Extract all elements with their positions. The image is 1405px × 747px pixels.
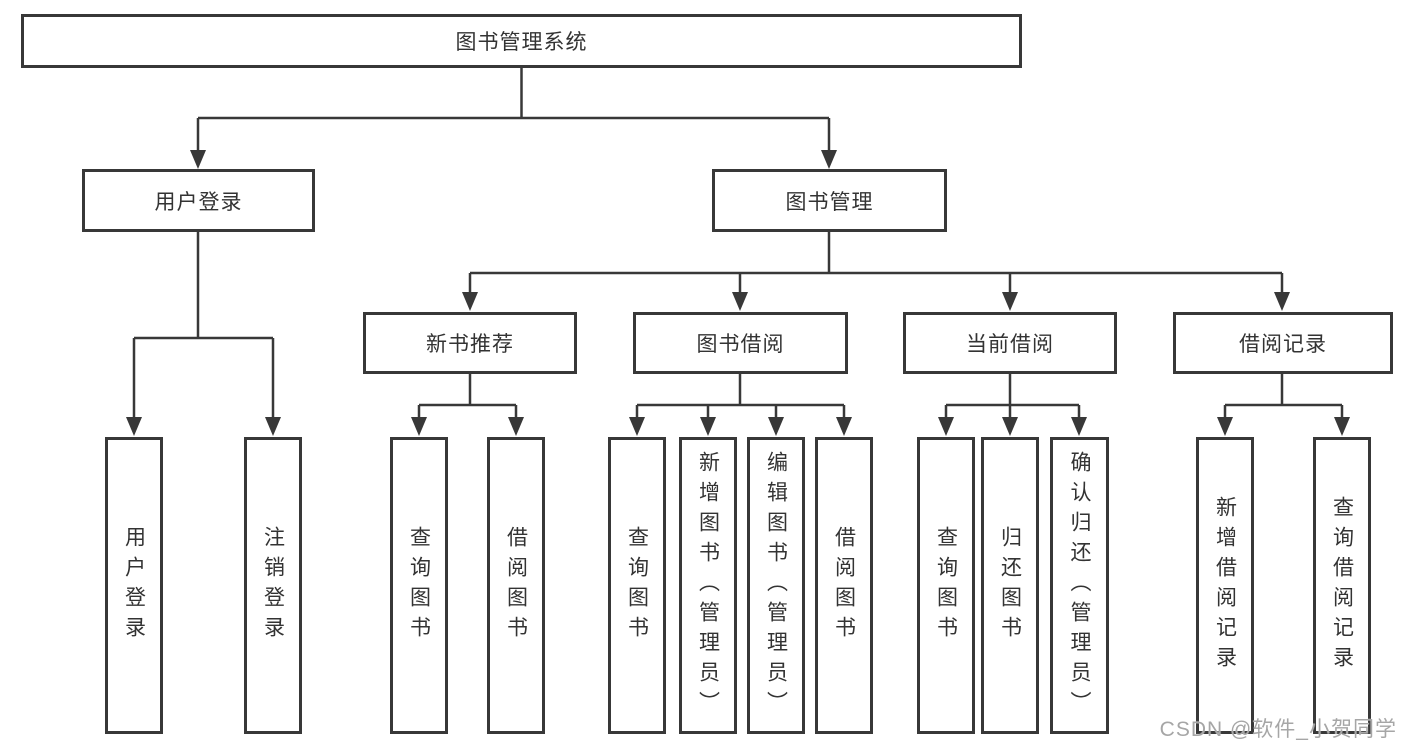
leaf-edit-books-admin-label: 编辑图书（管理员）: [764, 450, 788, 721]
node-book-borrowing-label: 图书借阅: [696, 333, 785, 356]
leaf-borrow-books-recommend-label: 借阅图书: [504, 525, 528, 646]
node-new-book-recommend-label: 新书推荐: [426, 333, 514, 356]
leaf-query-books-recommend: 查询图书: [390, 437, 448, 734]
node-root: 图书管理系统: [21, 14, 1022, 68]
node-book-borrowing: 图书借阅: [633, 312, 848, 374]
leaf-borrow-books: 借阅图书: [815, 437, 873, 734]
node-book-management: 图书管理: [712, 169, 947, 232]
leaf-borrow-books-label: 借阅图书: [832, 525, 856, 646]
node-current-borrowing: 当前借阅: [903, 312, 1117, 374]
leaf-add-books-admin-label: 新增图书（管理员）: [696, 450, 720, 721]
leaf-edit-books-admin: 编辑图书（管理员）: [747, 437, 805, 734]
leaf-user-login: 用户登录: [105, 437, 163, 734]
leaf-confirm-return-admin: 确认归还（管理员）: [1050, 437, 1109, 734]
leaf-query-books-current: 查询图书: [917, 437, 975, 734]
node-current-borrowing-label: 当前借阅: [966, 333, 1054, 356]
leaf-return-books: 归还图书: [981, 437, 1039, 734]
leaf-add-books-admin: 新增图书（管理员）: [679, 437, 737, 734]
leaf-add-borrow-record: 新增借阅记录: [1196, 437, 1254, 734]
leaf-query-books-borrow-label: 查询图书: [625, 525, 649, 646]
node-book-management-label: 图书管理: [785, 190, 874, 214]
node-user-login-label: 用户登录: [154, 190, 243, 214]
leaf-user-login-label: 用户登录: [122, 525, 146, 646]
leaf-add-borrow-record-label: 新增借阅记录: [1213, 495, 1237, 676]
watermark: CSDN @软件_小贺同学: [1159, 718, 1397, 741]
leaf-query-books-recommend-label: 查询图书: [407, 525, 431, 646]
node-root-label: 图书管理系统: [455, 31, 588, 54]
leaf-confirm-return-admin-label: 确认归还（管理员）: [1068, 450, 1092, 721]
leaf-query-borrow-record: 查询借阅记录: [1313, 437, 1371, 734]
node-new-book-recommend: 新书推荐: [363, 312, 577, 374]
leaf-query-books-borrow: 查询图书: [608, 437, 666, 734]
node-borrowing-records-label: 借阅记录: [1239, 333, 1327, 356]
node-user-login: 用户登录: [82, 169, 315, 232]
leaf-return-books-label: 归还图书: [998, 525, 1022, 646]
leaf-logout-login: 注销登录: [244, 437, 302, 734]
leaf-query-books-current-label: 查询图书: [934, 525, 958, 646]
leaf-borrow-books-recommend: 借阅图书: [487, 437, 545, 734]
leaf-query-borrow-record-label: 查询借阅记录: [1330, 495, 1354, 676]
node-borrowing-records: 借阅记录: [1173, 312, 1393, 374]
leaf-logout-login-label: 注销登录: [261, 525, 285, 646]
